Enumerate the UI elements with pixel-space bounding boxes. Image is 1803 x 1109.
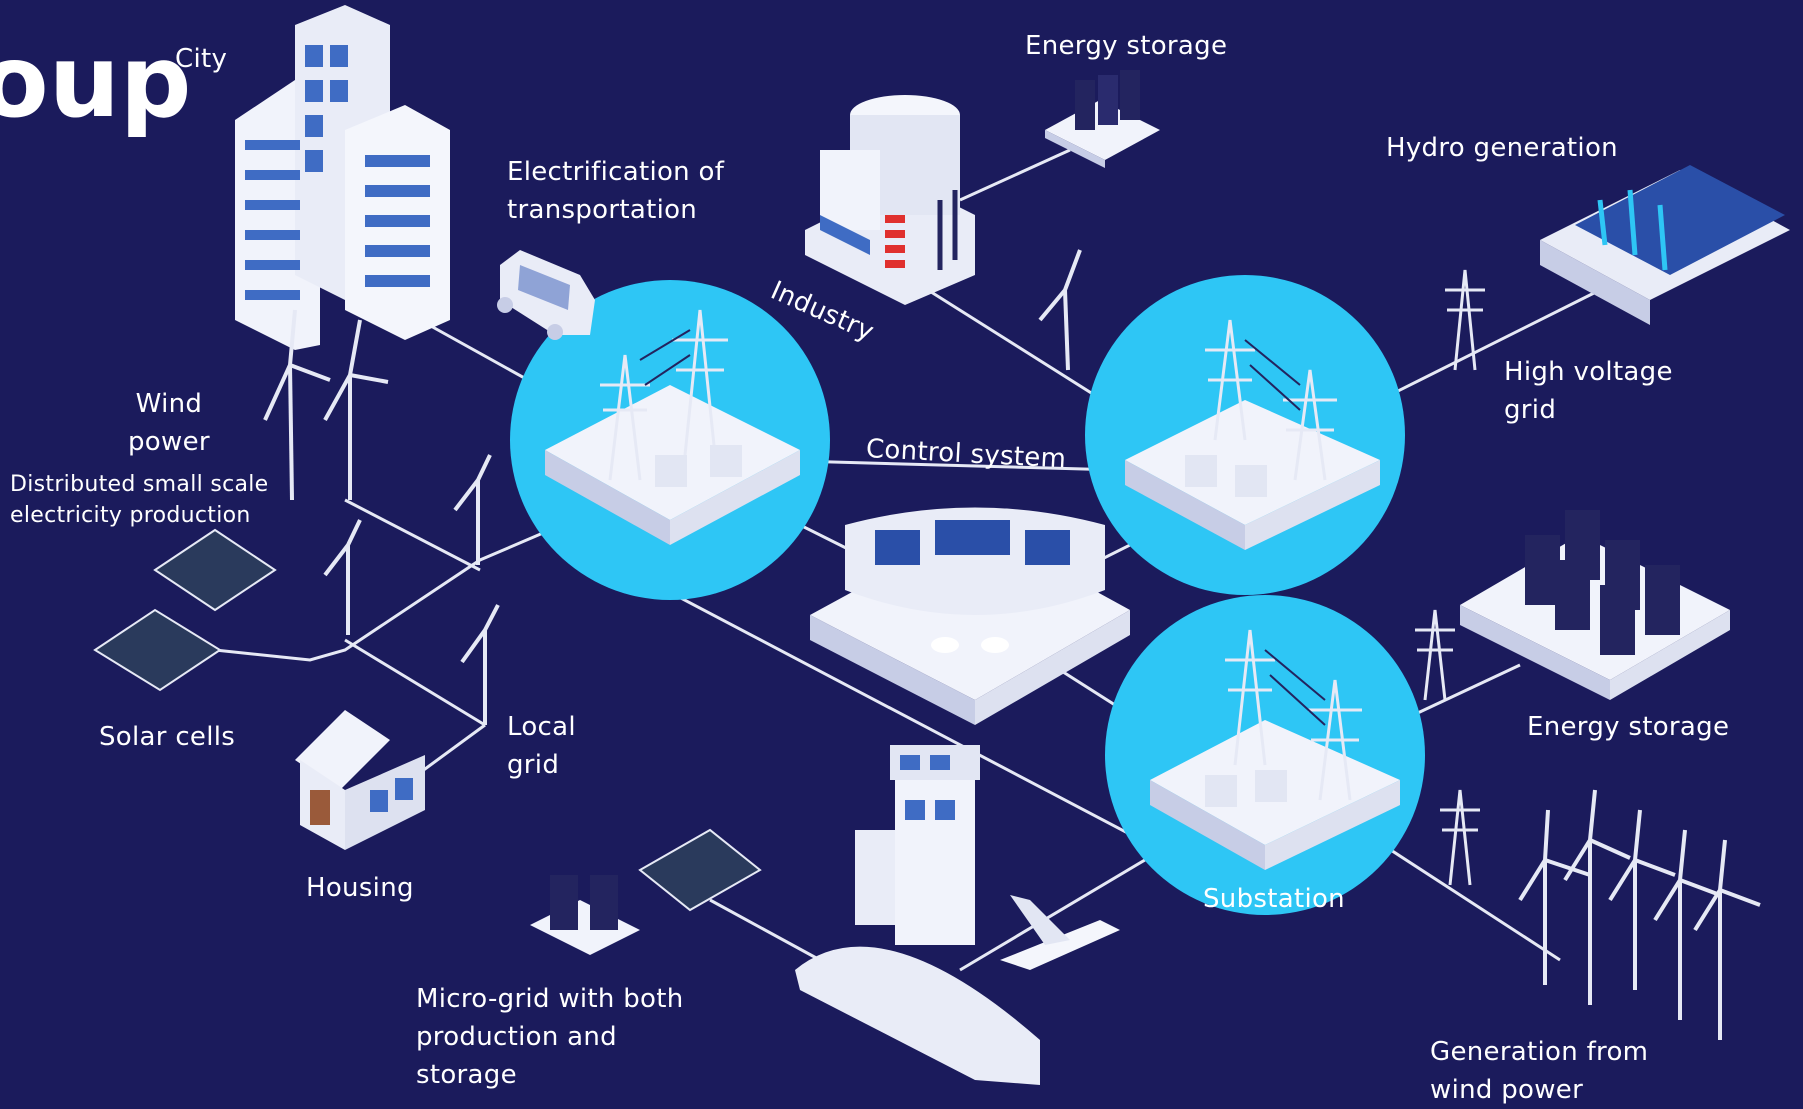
- energy-storage-icon: [1460, 510, 1730, 700]
- label-high-voltage-grid: High voltage grid: [1504, 357, 1673, 425]
- energy-storage-icon: [530, 875, 640, 955]
- label-wind-generation: Generation from wind power: [1430, 1037, 1649, 1105]
- wind-turbine-icon: [263, 249, 1082, 725]
- transformer-icon: [710, 445, 742, 477]
- page-title-fragment: oup: [0, 23, 192, 140]
- house-icon: [295, 710, 425, 850]
- hub-substation: [1105, 595, 1425, 915]
- energy-storage-icon: [1045, 70, 1160, 168]
- hub-right: [1085, 275, 1405, 595]
- label-local-grid: Local grid: [507, 712, 576, 780]
- label-micro-grid: Micro-grid with both production and stor…: [416, 984, 684, 1090]
- transformer-icon: [1255, 770, 1287, 802]
- transmission-tower-icon: [1415, 269, 1485, 886]
- airplane-icon: [1000, 895, 1120, 970]
- hub-left: [510, 280, 830, 600]
- label-city: City: [175, 44, 228, 74]
- solar-panel-icon: [93, 528, 762, 912]
- electric-bus-icon: [497, 250, 595, 340]
- label-electrification: Electrification of transportation: [507, 157, 725, 225]
- transmission-tower-icon: [1225, 629, 1362, 801]
- transmission-tower-icon: [1205, 319, 1337, 481]
- label-energy-storage-right: Energy storage: [1527, 712, 1730, 742]
- transformer-icon: [1185, 455, 1217, 487]
- label-hydro-generation: Hydro generation: [1386, 133, 1618, 163]
- transformer-icon: [1235, 465, 1267, 497]
- transformer-icon: [1205, 775, 1237, 807]
- label-substation: Substation: [1203, 884, 1345, 914]
- label-distributed-production: Distributed small scale electricity prod…: [10, 472, 269, 528]
- label-wind-power: Wind power: [128, 389, 210, 457]
- hydro-dam-icon: [1540, 165, 1790, 325]
- control-room-icon: [810, 507, 1130, 725]
- city-buildings-icon: [235, 5, 450, 350]
- transmission-tower-icon: [600, 309, 728, 481]
- wind-farm-icon: [1518, 789, 1761, 1040]
- label-solar-cells: Solar cells: [99, 722, 236, 752]
- industry-plant-icon: [805, 95, 975, 305]
- label-energy-storage-top: Energy storage: [1025, 31, 1228, 61]
- label-housing: Housing: [306, 873, 414, 903]
- airport-tower-icon: [795, 745, 1040, 1085]
- transformer-icon: [655, 455, 687, 487]
